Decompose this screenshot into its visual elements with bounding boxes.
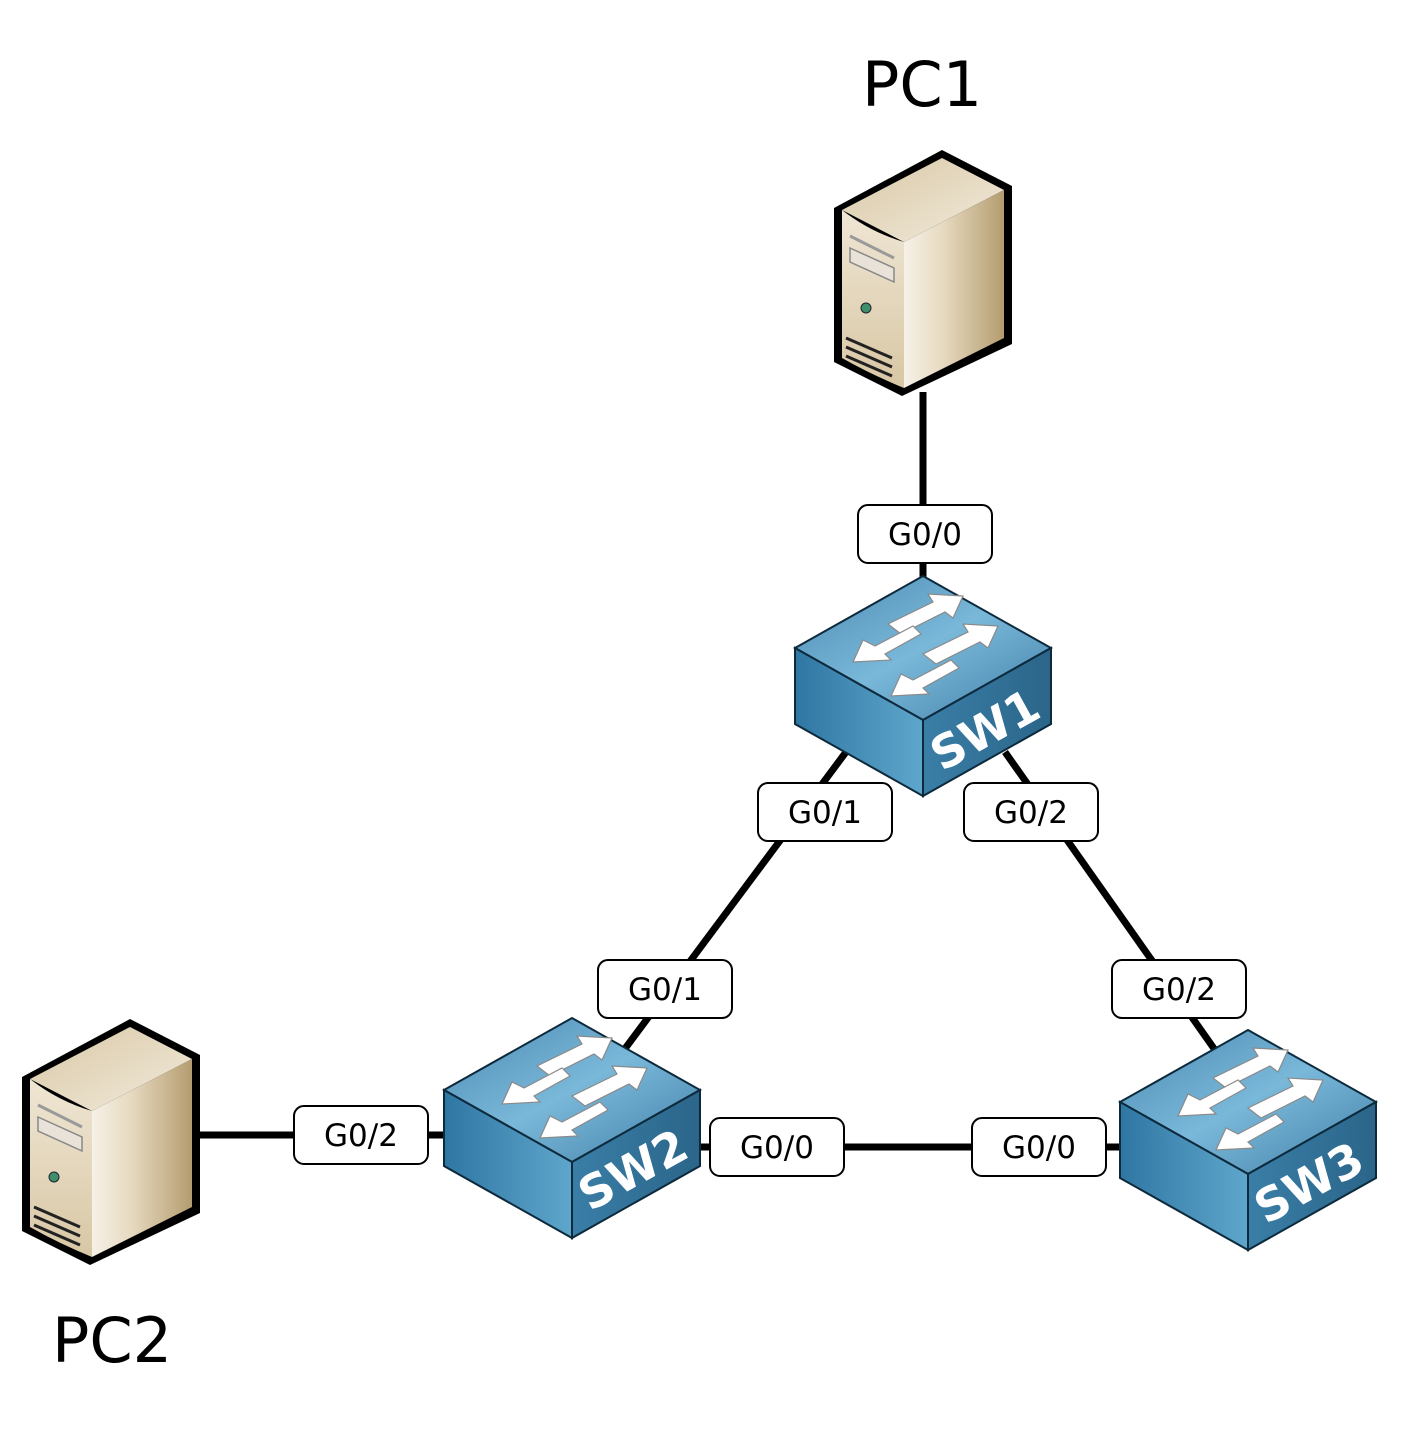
svg-text:G0/1: G0/1 — [628, 972, 702, 1008]
svg-text:G0/0: G0/0 — [740, 1130, 814, 1166]
svg-text:G0/1: G0/1 — [788, 795, 862, 831]
device-pc1[interactable]: PC1 — [832, 48, 1014, 398]
svg-text:G0/2: G0/2 — [1142, 972, 1216, 1008]
svg-text:G0/0: G0/0 — [1002, 1130, 1076, 1166]
port-label-sw1-g00: G0/0 — [857, 504, 993, 564]
device-pc2[interactable]: PC2 — [20, 1017, 202, 1377]
device-sw3[interactable]: SW3 — [1119, 1029, 1377, 1251]
pc-tower-icon — [20, 1017, 202, 1267]
svg-text:G0/2: G0/2 — [994, 795, 1068, 831]
svg-text:G0/0: G0/0 — [888, 517, 962, 553]
port-label-sw3-g02: G0/2 — [1111, 959, 1247, 1019]
port-label-sw1-g02: G0/2 — [963, 782, 1099, 842]
port-label-sw3-g00: G0/0 — [971, 1117, 1107, 1177]
pc-tower-icon — [832, 148, 1014, 398]
port-label-sw1-g01: G0/1 — [757, 782, 893, 842]
port-label-sw2-g00: G0/0 — [709, 1117, 845, 1177]
svg-text:G0/2: G0/2 — [324, 1118, 398, 1154]
port-label-sw2-g02: G0/2 — [293, 1105, 429, 1165]
device-label-pc2: PC2 — [52, 1304, 172, 1377]
device-label-pc1: PC1 — [862, 48, 982, 121]
port-label-sw2-g01: G0/1 — [597, 959, 733, 1019]
device-sw2[interactable]: SW2 — [443, 1017, 701, 1239]
